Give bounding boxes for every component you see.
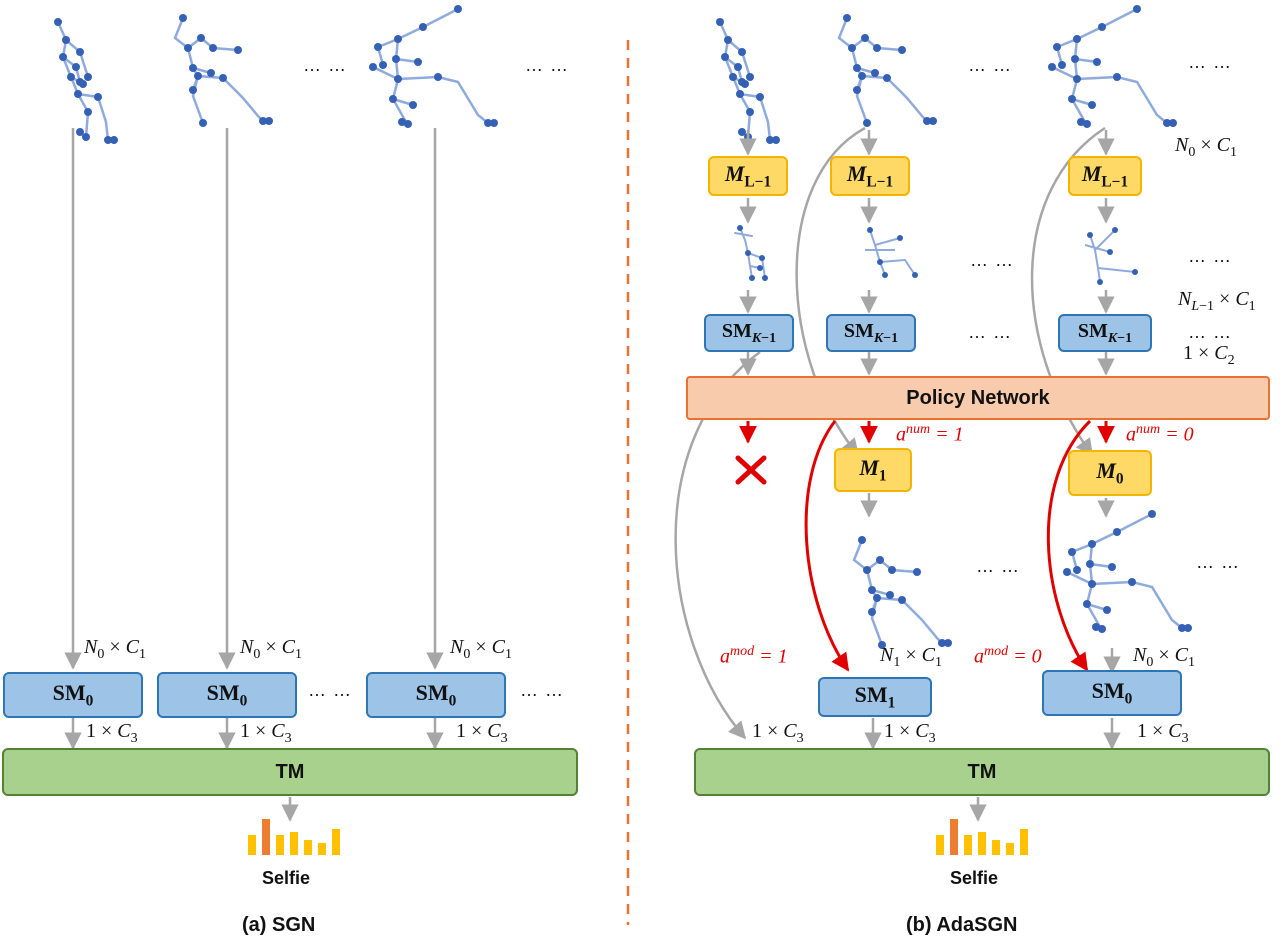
policy-arrows (739, 419, 1115, 672)
action-mod-label: amod = 0 (974, 644, 1042, 668)
spatial-module-sm1: SM1 (818, 677, 932, 717)
cross-icon (735, 455, 767, 485)
dim-label: N0 × C1 (84, 636, 146, 662)
spatial-module-sm0: SM0 (3, 672, 143, 718)
skeleton-frame-2 (173, 12, 275, 129)
caption-sgn: (a) SGN (242, 914, 316, 936)
ellipsis: … … (1188, 322, 1233, 342)
spatial-module-smk1: SMK−1 (826, 314, 916, 352)
dim-label: N0 × C1 (240, 636, 302, 662)
dim-label: 1 × C3 (86, 720, 138, 746)
dim-label: 1 × C3 (240, 720, 292, 746)
ellipsis: … … (1196, 552, 1241, 572)
left-arrows (64, 128, 444, 822)
temporal-module-tm: TM (2, 748, 578, 796)
ellipsis: … … (968, 55, 1013, 75)
dim-label: 1 × C3 (884, 720, 936, 746)
output-label: Selfie (950, 868, 999, 888)
downsample-module-m1: M1 (834, 448, 912, 492)
skeleton-frame-1 (52, 16, 120, 146)
ellipsis: … … (1188, 246, 1233, 266)
caption-adasgn: (b) AdaSGN (906, 914, 1018, 936)
dim-label: 1 × C3 (752, 720, 804, 746)
dim-label: 1 × C3 (456, 720, 508, 746)
action-num-label: anum = 0 (1126, 422, 1194, 446)
policy-network: Policy Network (686, 376, 1270, 420)
downsample-module-ml1: ML−1 (1068, 156, 1142, 196)
skeleton-reduced-1 (734, 224, 769, 282)
dim-label: 1 × C3 (1137, 720, 1189, 746)
dim-label: N0 × C1 (1133, 644, 1195, 670)
spatial-module-sm0: SM0 (157, 672, 297, 718)
bar-chart-icon (248, 819, 340, 855)
ellipsis: … … (970, 250, 1015, 270)
ellipsis: … … (308, 680, 353, 700)
downsample-module-m0: M0 (1068, 450, 1152, 496)
bar-chart-icon (936, 819, 1028, 855)
right-arrows (739, 130, 1121, 822)
temporal-module-tm: TM (694, 748, 1270, 796)
downsample-module-ml1: ML−1 (830, 156, 910, 196)
spatial-module-smk1: SMK−1 (1058, 314, 1152, 352)
action-num-label: anum = 1 (896, 422, 964, 446)
dim-label: N1 × C1 (880, 644, 942, 670)
skeleton-frame-3 (367, 3, 500, 130)
skeleton-frame-1 (714, 16, 782, 146)
skeleton-m1-output (852, 534, 954, 651)
downsample-module-ml1: ML−1 (708, 156, 788, 196)
skeleton-reduced-3 (1084, 229, 1136, 283)
skeleton-reduced-2 (865, 229, 916, 276)
ellipsis: … … (520, 680, 565, 700)
skeleton-frame-3 (1046, 3, 1179, 130)
dim-label: 1 × C2 (1183, 342, 1235, 368)
ellipsis: … … (525, 55, 570, 75)
dim-label: N0 × C1 (450, 636, 512, 662)
dim-label: N0 × C1 (1175, 134, 1237, 160)
ellipsis: … … (303, 55, 348, 75)
spatial-module-sm0: SM0 (366, 672, 506, 718)
spatial-module-sm0: SM0 (1042, 670, 1182, 716)
ellipsis: … … (968, 322, 1013, 342)
action-mod-label: amod = 1 (720, 644, 788, 668)
spatial-module-smk1: SMK−1 (704, 314, 794, 352)
skeleton-frame-2 (837, 12, 939, 129)
ellipsis: … … (1188, 52, 1233, 72)
output-label: Selfie (262, 868, 311, 888)
ellipsis: … … (976, 556, 1021, 576)
skeleton-m0-output (1061, 508, 1194, 635)
dim-label: NL−1 × C1 (1178, 288, 1256, 314)
